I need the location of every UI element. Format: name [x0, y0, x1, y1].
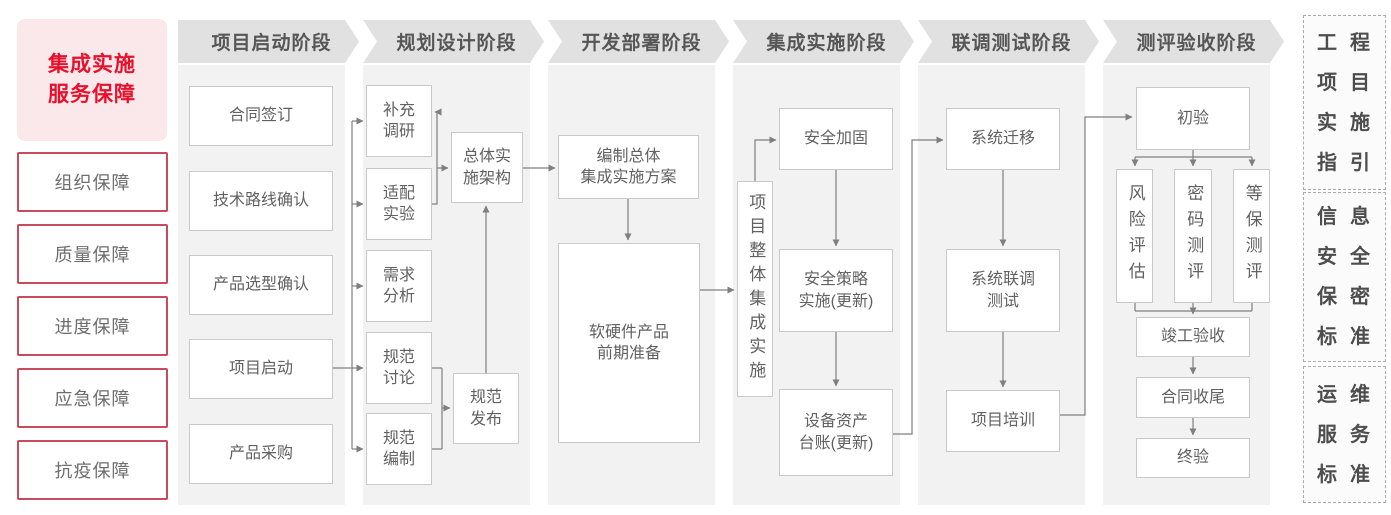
phase-header-label: 测评验收阶段 — [1136, 33, 1257, 54]
sidebar-item-organization-guarantee: 组织保障 — [17, 152, 168, 212]
phase-header-label: 规划设计阶段 — [396, 33, 517, 54]
box-project-kickoff: 项目启动 — [189, 339, 333, 399]
sidebar-item-quality-guarantee: 质量保障 — [17, 224, 168, 284]
box-requirement-analysis: 需求 分析 — [366, 250, 432, 322]
box-overall-implementation-architecture: 总体实 施架构 — [451, 132, 523, 203]
phase-header-evaluation-acceptance: 测评验收阶段 — [1103, 20, 1284, 63]
box-security-policy-implementation: 安全策略 实施(更新) — [779, 249, 893, 332]
box-overall-integration-plan: 编制总体 集成实施方案 — [558, 135, 699, 199]
box-security-hardening: 安全加固 — [779, 108, 893, 170]
box-classified-protection-evaluation: 等保测评 — [1233, 169, 1270, 303]
box-system-joint-debug-test: 系统联调 测试 — [946, 249, 1060, 332]
box-adaptation-test: 适配 实验 — [366, 168, 432, 240]
phase-header-label: 开发部署阶段 — [581, 33, 702, 54]
standard-info-security-confidentiality: 信息 安全 保密 标准 — [1303, 192, 1386, 362]
box-overall-integration-implementation: 项目整体集成实施 — [737, 181, 773, 397]
box-contract-signing: 合同签订 — [189, 86, 333, 146]
box-completion-acceptance: 竣工验收 — [1136, 317, 1250, 357]
box-product-selection-confirm: 产品选型确认 — [189, 255, 333, 315]
box-product-procurement: 产品采购 — [189, 424, 333, 484]
phase-header-joint-debug-test: 联调测试阶段 — [918, 20, 1099, 63]
sidebar-item-schedule-guarantee: 进度保障 — [17, 296, 168, 356]
standard-project-implementation-guide: 工程 项目 实施 指引 — [1303, 15, 1386, 190]
sidebar-item-emergency-guarantee: 应急保障 — [17, 368, 168, 428]
box-hw-sw-preparation: 软硬件产品 前期准备 — [558, 243, 700, 443]
box-project-training: 项目培训 — [946, 390, 1060, 452]
phase-header-label: 联调测试阶段 — [951, 33, 1072, 54]
box-risk-assessment: 风险评估 — [1116, 169, 1153, 303]
box-crypto-evaluation: 密码测评 — [1174, 169, 1212, 303]
box-preliminary-acceptance: 初验 — [1136, 87, 1250, 150]
phase-header-planning-design: 规划设计阶段 — [363, 20, 544, 63]
sidebar-title-card: 集成实施 服务保障 — [17, 19, 167, 141]
phase-header-integration-implement: 集成实施阶段 — [733, 20, 914, 63]
box-spec-release: 规范 发布 — [453, 373, 519, 444]
standard-om-service: 运维 服务 标准 — [1303, 366, 1386, 503]
phase-header-develop-deploy: 开发部署阶段 — [548, 20, 729, 63]
phase-header-project-kickoff: 项目启动阶段 — [178, 20, 359, 63]
box-spec-drafting: 规范 编制 — [366, 413, 432, 485]
sidebar-item-epidemic-guarantee: 抗疫保障 — [17, 440, 168, 500]
box-spec-discussion: 规范 讨论 — [366, 332, 432, 404]
box-final-acceptance: 终验 — [1136, 438, 1250, 478]
phase-header-label: 集成实施阶段 — [766, 33, 887, 54]
box-system-migration: 系统迁移 — [946, 108, 1060, 170]
box-asset-ledger-update: 设备资产 台账(更新) — [779, 389, 893, 476]
box-contract-closure: 合同收尾 — [1136, 377, 1250, 418]
box-supplementary-research: 补充 调研 — [366, 85, 432, 157]
phase-header-label: 项目启动阶段 — [211, 33, 332, 54]
box-tech-route-confirm: 技术路线确认 — [189, 171, 333, 231]
